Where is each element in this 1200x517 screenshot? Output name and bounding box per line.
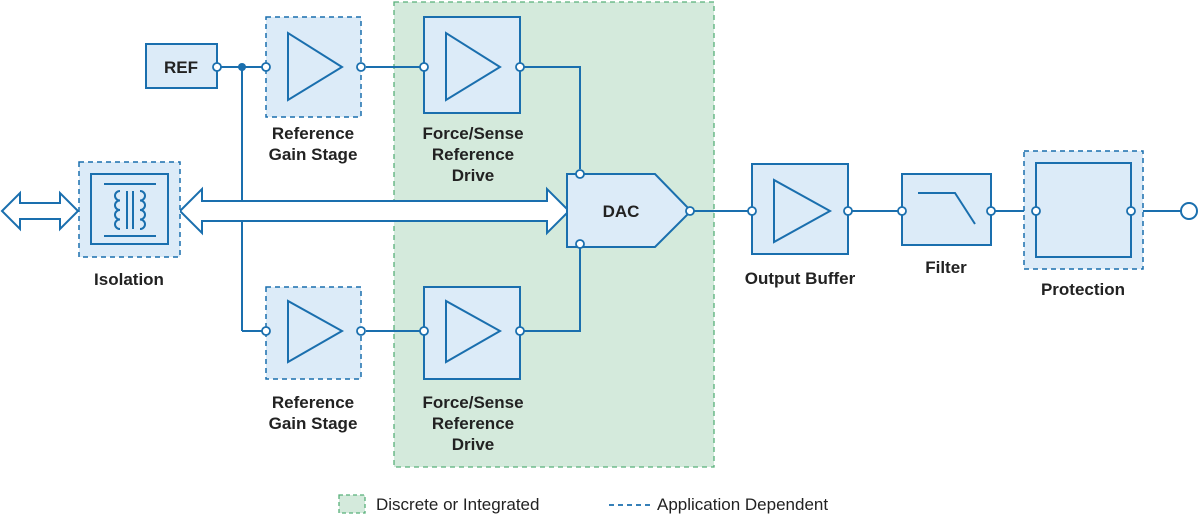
- force-sense-top-label-line2: Reference: [432, 145, 514, 164]
- protection-label: Protection: [1041, 280, 1125, 299]
- pin-output-buffer-in: [747, 206, 757, 216]
- force-sense-top-label-line3: Drive: [452, 166, 495, 185]
- pin-fsd-top-out: [515, 62, 525, 72]
- pin-fsd-bottom-in: [419, 326, 429, 336]
- protection-block: [1035, 162, 1132, 258]
- legend-application-text: Application Dependent: [657, 495, 828, 514]
- wire-fsd-top-to-dac: [523, 66, 581, 169]
- isolation-external-bidirectional-arrow: [0, 190, 80, 232]
- isolation-block: [90, 173, 169, 245]
- amplifier-triangle-icon: [287, 31, 344, 102]
- amplifier-triangle-icon: [445, 299, 503, 364]
- ref-bus-junction-dot: [238, 63, 246, 71]
- pin-dac-out: [685, 206, 695, 216]
- lowpass-filter-icon: [918, 192, 976, 225]
- pin-protection-out: [1126, 206, 1136, 216]
- amplifier-triangle-icon: [287, 299, 345, 364]
- amplifier-triangle-icon: [773, 178, 833, 244]
- pin-dac-ref-top: [575, 169, 585, 179]
- force-sense-top-label-line1: Force/Sense: [422, 124, 523, 143]
- ref-gain-bottom-label-line1: Reference: [272, 393, 354, 412]
- pin-gain-top-out: [356, 62, 366, 72]
- legend-discrete-text: Discrete or Integrated: [376, 495, 539, 514]
- isolation-label: Isolation: [94, 270, 164, 289]
- ref-gain-top-label-line1: Reference: [272, 124, 354, 143]
- ref-block: [145, 43, 218, 89]
- force-sense-bottom-label-line3: Drive: [452, 435, 495, 454]
- force-sense-bottom-label-line1: Force/Sense: [422, 393, 523, 412]
- legend: Discrete or Integrated Application Depen…: [338, 494, 828, 514]
- amplifier-triangle-icon: [445, 31, 502, 102]
- filter-label: Filter: [925, 258, 967, 277]
- pin-gain-bottom-out: [356, 326, 366, 336]
- ref-gain-bottom-label-line2: Gain Stage: [269, 414, 358, 433]
- output-buffer-label: Output Buffer: [745, 269, 856, 288]
- pin-dac-ref-bottom: [575, 239, 585, 249]
- dac-label: DAC: [603, 202, 640, 221]
- ref-gain-top-label-line2: Gain Stage: [269, 145, 358, 164]
- transformer-icon: [104, 183, 156, 237]
- pin-filter-in: [897, 206, 907, 216]
- output-terminal: [1180, 202, 1198, 220]
- wire-fsd-bottom-to-dac: [523, 247, 581, 332]
- pin-gain-top-in: [261, 62, 271, 72]
- pin-output-buffer-out: [843, 206, 853, 216]
- pin-ref-out: [212, 62, 222, 72]
- pins: [212, 62, 1136, 336]
- dac-block: [566, 173, 693, 248]
- pin-fsd-top-in: [419, 62, 429, 72]
- ref-label: REF: [164, 58, 198, 77]
- pin-filter-out: [986, 206, 996, 216]
- pin-gain-bottom-in: [261, 326, 271, 336]
- pin-fsd-bottom-out: [515, 326, 525, 336]
- pin-protection-in: [1031, 206, 1041, 216]
- legend-discrete-swatch: [338, 494, 366, 514]
- filter-block: [901, 173, 992, 246]
- force-sense-bottom-label-line2: Reference: [432, 414, 514, 433]
